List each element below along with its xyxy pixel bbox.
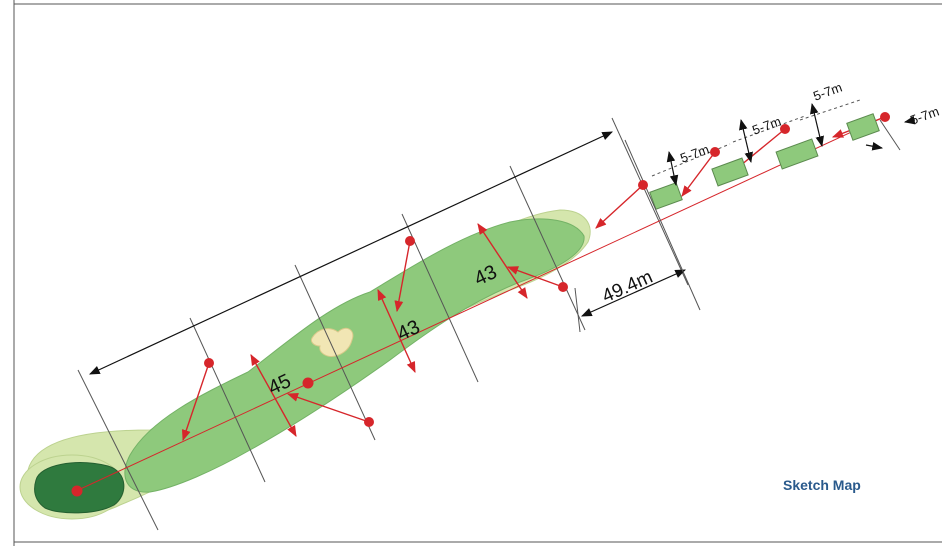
- tee-spacing-guides: [624, 99, 916, 311]
- fairway-area: [124, 218, 585, 493]
- marker-dot: [880, 112, 890, 122]
- marker-dot: [405, 236, 415, 246]
- tee-spacing-label-3: 5-7m: [811, 79, 844, 103]
- tee-box-3: [775, 138, 819, 170]
- tee-distance-dimension: 49.4m: [574, 267, 686, 333]
- tee-spacing-label-1: 5-7m: [678, 141, 711, 165]
- pin-marker: [71, 485, 83, 497]
- tee-box-1: [649, 182, 683, 210]
- marker-dot: [780, 124, 790, 134]
- tee-box-4: [846, 113, 880, 141]
- tee-box-2: [711, 157, 749, 187]
- map-title: Sketch Map: [783, 477, 861, 493]
- marker-dot: [710, 147, 720, 157]
- marker-dot: [638, 180, 648, 190]
- hole-centerline: [75, 115, 887, 492]
- overall-length-dimension: [89, 131, 613, 375]
- tee-distance-label: 49.4m: [599, 267, 656, 308]
- marker-dot: [302, 377, 314, 389]
- marker-dot: [364, 417, 374, 427]
- tee-spacing-label-4: 5-7m: [908, 103, 941, 127]
- marker-dots: [71, 112, 890, 497]
- marker-dot: [204, 358, 214, 368]
- width-dimensions: [250, 223, 528, 437]
- tee-boxes: [649, 113, 880, 210]
- marker-dot: [558, 282, 568, 292]
- map-frame: [13, 0, 942, 546]
